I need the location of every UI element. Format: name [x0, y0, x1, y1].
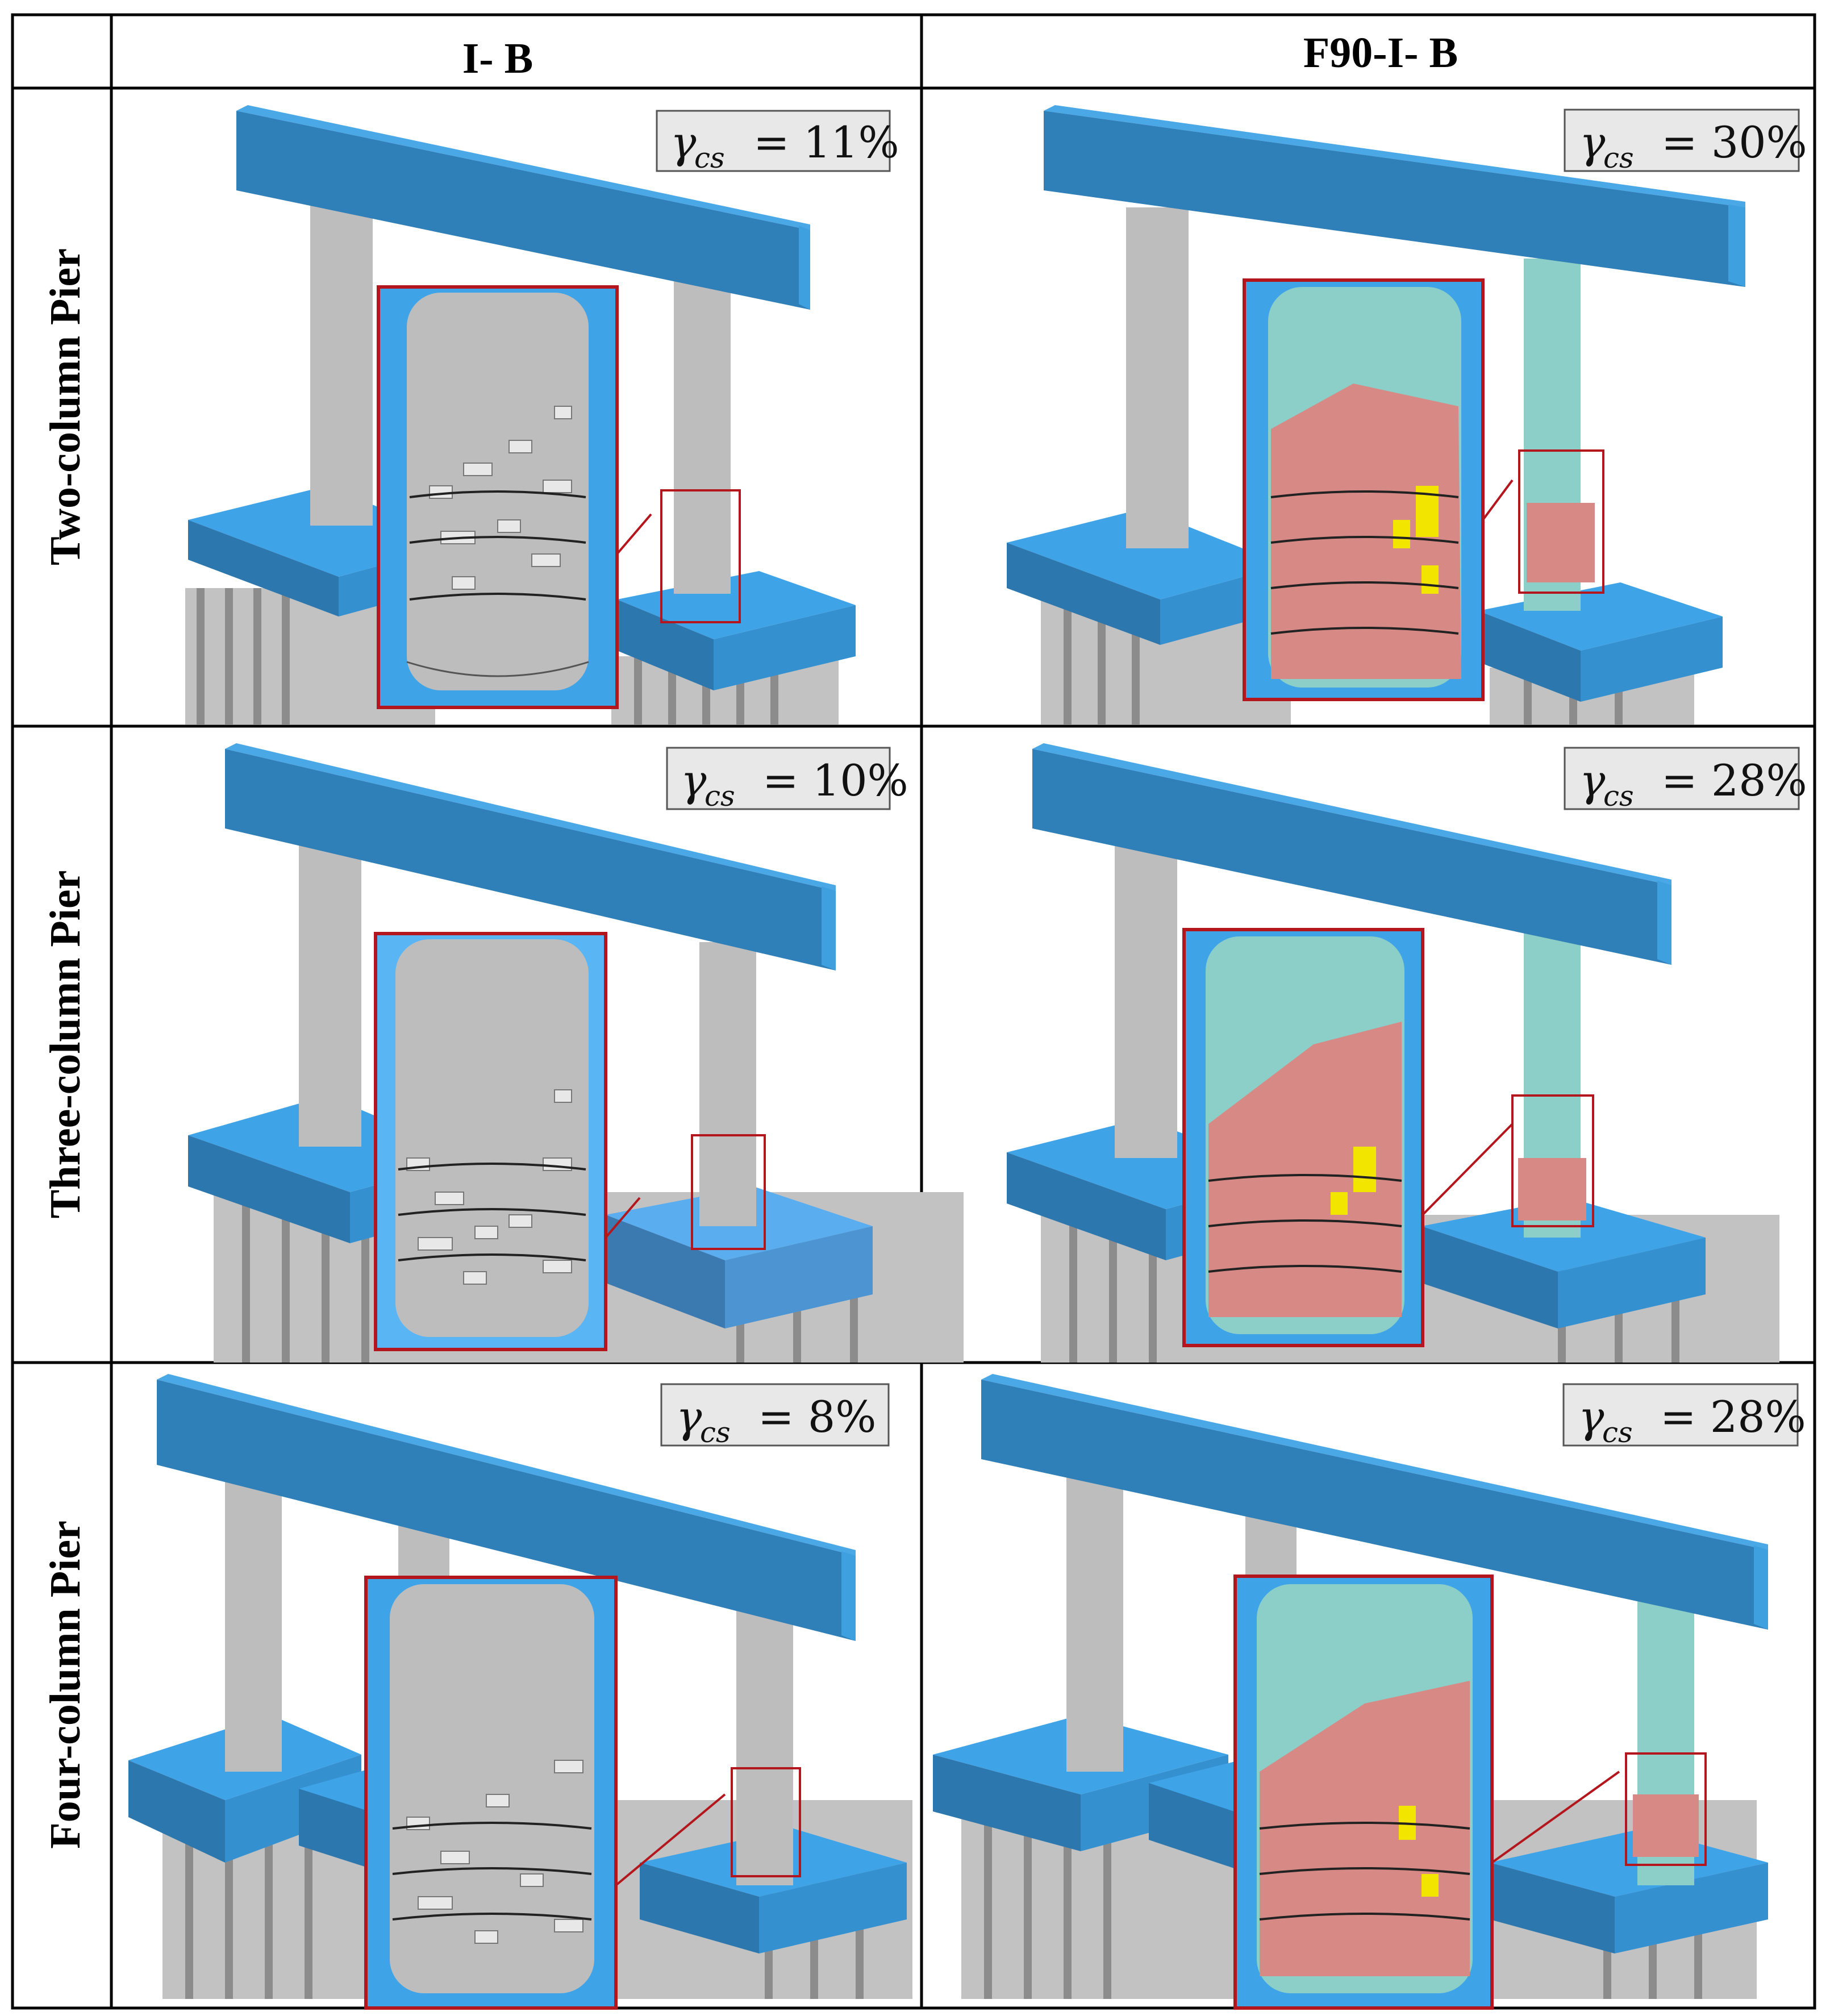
panel-two-column-ib: γ cs = 11%	[185, 105, 899, 724]
cap-beam	[225, 743, 836, 970]
zoom-inset	[374, 932, 766, 1351]
svg-text:cs: cs	[1602, 1416, 1633, 1449]
zoom-inset	[1233, 1575, 1707, 2010]
column-1	[225, 1453, 282, 1772]
svg-text:cs: cs	[705, 780, 735, 813]
zoom-inset	[364, 1576, 801, 2010]
row-header-three-column: Three-column Pier	[41, 870, 89, 1219]
column-1	[1066, 1453, 1123, 1772]
spalling-pattern	[406, 1760, 583, 1944]
column-right	[699, 942, 756, 1226]
svg-text:= 8%: = 8%	[758, 1392, 876, 1442]
damage-ratio-label: γ cs = 10%	[666, 747, 908, 813]
svg-text:cs: cs	[694, 141, 725, 174]
zoom-inset	[1243, 278, 1604, 701]
panel-three-column-f90-ib: γ cs = 28%	[1007, 743, 1807, 1363]
column-left	[1126, 207, 1189, 548]
damage-ratio-label: γ cs = 30%	[1564, 109, 1807, 174]
panel-four-column-f90-ib: γ cs = 28%	[933, 1374, 1806, 2010]
column-header-f90-ib: F90-I- B	[1303, 29, 1458, 77]
svg-text:= 10%: = 10%	[762, 755, 908, 806]
panel-two-column-f90-ib: γ cs = 30%	[1007, 105, 1807, 724]
svg-text:cs: cs	[1603, 780, 1634, 813]
cap-beam	[1032, 743, 1671, 965]
svg-text:γ: γ	[1579, 755, 1606, 806]
svg-text:= 28%: = 28%	[1661, 755, 1807, 806]
zoom-inset	[1182, 928, 1594, 1347]
damage-ratio-label: γ cs = 8%	[660, 1383, 890, 1449]
svg-text:γ: γ	[1579, 117, 1606, 168]
panel-four-column-ib: γ cs = 8%	[128, 1374, 912, 2010]
column-left	[310, 202, 373, 526]
spalling-pattern	[429, 406, 572, 590]
svg-text:cs: cs	[1603, 141, 1634, 174]
cap-beam	[157, 1374, 856, 1641]
svg-text:γ: γ	[1578, 1392, 1604, 1442]
row-header-four-column: Four-column Pier	[41, 1521, 89, 1849]
svg-text:= 28%: = 28%	[1660, 1392, 1806, 1442]
column-header-ib: I- B	[462, 35, 533, 82]
damage-ratio-label: γ cs = 28%	[1564, 747, 1807, 813]
row-header-two-column: Two-column Pier	[41, 248, 89, 565]
damage-ratio-label: γ cs = 28%	[1562, 1383, 1806, 1449]
svg-text:cs: cs	[700, 1416, 731, 1449]
svg-text:= 11%: = 11%	[753, 117, 899, 168]
zoom-inset	[377, 285, 741, 709]
cap-beam	[981, 1374, 1768, 1630]
svg-text:γ: γ	[681, 755, 707, 806]
column-left	[1115, 840, 1177, 1158]
svg-text:γ: γ	[670, 117, 697, 168]
svg-text:γ: γ	[676, 1392, 702, 1442]
cap-beam	[236, 105, 810, 310]
svg-text:= 30%: = 30%	[1661, 117, 1807, 168]
cap-beam	[1044, 105, 1745, 287]
column-left	[299, 840, 361, 1147]
panel-three-column-ib: γ cs = 10%	[188, 743, 964, 1363]
damage-ratio-label: γ cs = 11%	[656, 110, 899, 174]
